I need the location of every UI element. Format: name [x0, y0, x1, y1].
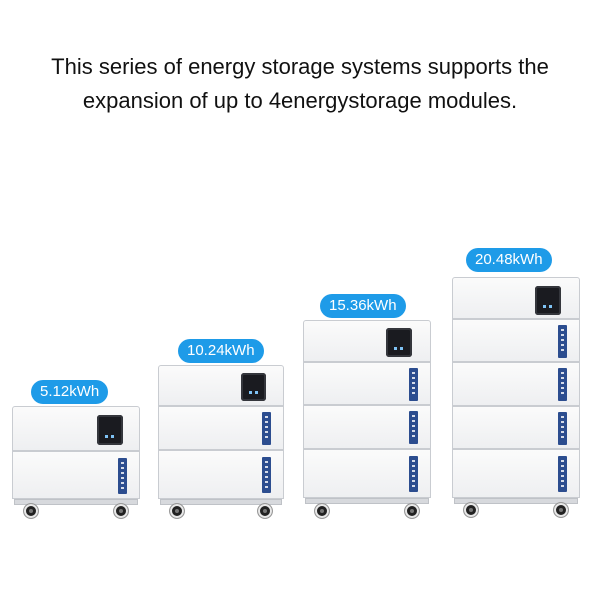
display-screen: [241, 373, 266, 401]
control-module: [158, 365, 284, 406]
wheel-icon: [554, 503, 568, 517]
capacity-badge: 5.12kWh: [31, 380, 109, 404]
display-screen: [386, 328, 412, 357]
battery-module: [303, 362, 431, 405]
unit-base: [160, 499, 282, 505]
battery-module: [12, 451, 140, 499]
energy-storage-label: [409, 411, 418, 444]
energy-storage-label: [409, 368, 418, 401]
energy-storage-label: [118, 458, 127, 494]
display-screen: [535, 286, 561, 315]
battery-module: [158, 450, 284, 499]
headline-line-1: This series of energy storage systems su…: [51, 54, 549, 79]
control-module: [452, 277, 580, 319]
energy-storage-label: [409, 456, 418, 492]
energy-storage-label: [558, 368, 567, 401]
wheel-icon: [114, 504, 128, 518]
battery-module: [303, 405, 431, 449]
unit-base: [14, 499, 138, 505]
battery-module: [452, 449, 580, 498]
battery-module: [452, 362, 580, 406]
energy-storage-label: [558, 456, 567, 492]
display-screen: [97, 415, 123, 445]
storage-unit-3-module: [303, 320, 431, 518]
wheel-icon: [24, 504, 38, 518]
storage-unit-4-module: [452, 277, 580, 518]
wheel-icon: [464, 503, 478, 517]
battery-module: [452, 319, 580, 362]
control-module: [12, 406, 140, 451]
unit-base: [305, 498, 429, 504]
wheel-icon: [315, 504, 329, 518]
capacity-badge: 20.48kWh: [466, 248, 552, 272]
headline: This series of energy storage systems su…: [0, 50, 600, 118]
capacity-badge: 10.24kWh: [178, 339, 264, 363]
energy-storage-label: [262, 457, 271, 493]
storage-unit-1-module: [12, 406, 140, 518]
headline-line-2: expansion of up to 4energystorage module…: [82, 88, 518, 113]
battery-module: [303, 449, 431, 498]
storage-unit-2-module: [158, 365, 284, 518]
wheel-icon: [405, 504, 419, 518]
energy-storage-label: [262, 412, 271, 445]
energy-storage-label: [558, 412, 567, 445]
wheel-icon: [258, 504, 272, 518]
unit-base: [454, 498, 578, 504]
capacity-badge: 15.36kWh: [320, 294, 406, 318]
control-module: [303, 320, 431, 362]
energy-storage-label: [558, 325, 567, 358]
battery-module: [158, 406, 284, 450]
wheel-icon: [170, 504, 184, 518]
battery-module: [452, 406, 580, 449]
